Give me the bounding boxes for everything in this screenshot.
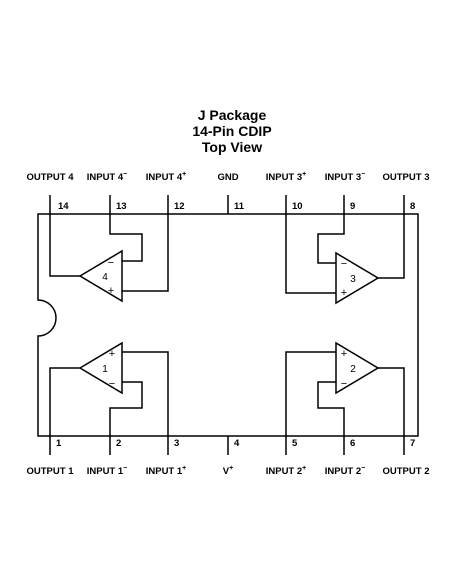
amp-3-plus-sign: +: [341, 287, 347, 299]
amp-1-minus-sign: −: [109, 378, 115, 390]
package-body: [37, 213, 419, 437]
op-amp-4-symbol: [78, 249, 123, 303]
pin-9-number: 9: [350, 201, 355, 212]
bottom-pin-stubs: [49, 436, 405, 455]
op-amp-1-symbol: [78, 341, 123, 395]
pin-13-label: INPUT 4−: [87, 171, 128, 183]
pin-8-label: OUTPUT 3: [383, 172, 430, 183]
top-pin-stubs: [49, 195, 405, 214]
amplifier-3: − + 3: [285, 214, 405, 305]
pin-14-label: OUTPUT 4: [27, 172, 75, 183]
pin-8-number: 8: [410, 201, 415, 212]
pin-2-label: INPUT 1−: [87, 465, 128, 477]
title-line-1: J Package: [198, 107, 267, 123]
op-amp-3-symbol: [335, 251, 380, 305]
pin-10-label: INPUT 3+: [266, 171, 307, 183]
pin-5-label: INPUT 2+: [266, 465, 307, 477]
amplifier-4: − + 4: [49, 214, 169, 303]
amp-3-number: 3: [350, 274, 356, 285]
pin-10-number: 10: [292, 201, 303, 212]
pin-3-label: INPUT 1+: [146, 465, 187, 477]
pin-6-label: INPUT 2−: [325, 465, 366, 477]
pin-4-number: 4: [234, 438, 240, 449]
amp-2-plus-sign: +: [341, 348, 347, 360]
pin-12-number: 12: [174, 201, 185, 212]
amp-2-number: 2: [350, 364, 356, 375]
pin-14-number: 14: [58, 201, 69, 212]
pin-13-number: 13: [116, 201, 127, 212]
amp-4-plus-sign: +: [108, 285, 114, 297]
pin-12-label: INPUT 4+: [146, 171, 187, 183]
pin-7-label: OUTPUT 2: [383, 466, 430, 477]
pin-4-label: V+: [223, 465, 233, 477]
amp-3-minus-sign: −: [341, 258, 347, 270]
amp-4-minus-sign: −: [108, 257, 114, 269]
pin-7-number: 7: [410, 438, 415, 449]
pin-9-label: INPUT 3−: [325, 171, 366, 183]
pin-2-number: 2: [116, 438, 121, 449]
pin-11-number: 11: [234, 201, 245, 212]
amp-4-number: 4: [102, 272, 108, 283]
amp-1-plus-sign: +: [109, 348, 115, 360]
op-amp-2-symbol: [335, 341, 380, 395]
pin-5-number: 5: [292, 438, 298, 449]
amplifier-1: + − 1: [49, 341, 169, 436]
amplifier-2: + − 2: [285, 341, 405, 436]
pin-3-number: 3: [174, 438, 179, 449]
pin-1-number: 1: [56, 438, 62, 449]
pin-6-number: 6: [350, 438, 355, 449]
pin-11-label: GND: [217, 172, 238, 183]
title-line-2: 14-Pin CDIP: [192, 123, 271, 139]
pin-1-label: OUTPUT 1: [27, 466, 75, 477]
title-line-3: Top View: [202, 139, 262, 155]
amp-1-number: 1: [102, 364, 108, 375]
amp-2-minus-sign: −: [341, 378, 347, 390]
